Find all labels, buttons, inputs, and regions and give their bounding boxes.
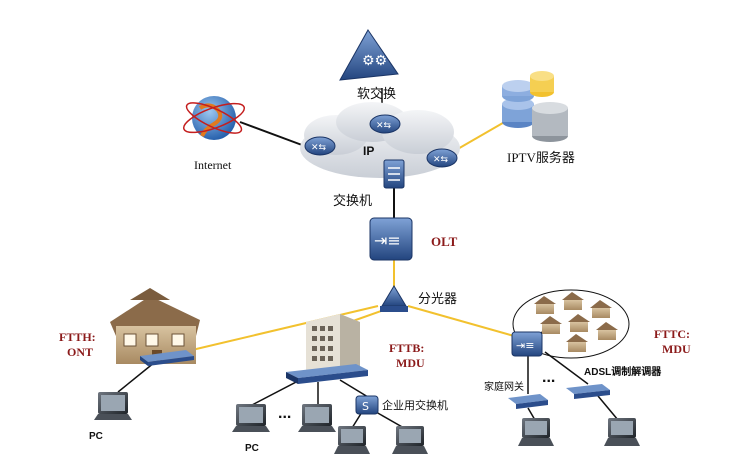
- dots-left: ...: [278, 405, 291, 422]
- fttb-label: FTTB:: [389, 341, 424, 355]
- svg-text:⇥≡: ⇥≡: [374, 231, 401, 250]
- fiber-splitter-ftth: [191, 305, 379, 351]
- link-entswitch-pc3: [351, 411, 363, 429]
- fiber-splitter-fttc: [407, 305, 515, 337]
- svg-text:✕⇆: ✕⇆: [433, 155, 449, 165]
- pc-left-label: PC: [89, 431, 103, 442]
- svg-text:⇥≡: ⇥≡: [516, 339, 534, 352]
- svg-text:✕⇆: ✕⇆: [311, 143, 327, 153]
- pc-mid-label: PC: [245, 443, 259, 454]
- ont-label: ONT: [67, 345, 93, 359]
- enterprise-switch-icon: S: [355, 395, 379, 415]
- pc-icon: [604, 418, 640, 446]
- svg-text:✕⇆: ✕⇆: [376, 121, 392, 131]
- ftth-label: FTTH:: [59, 330, 96, 344]
- softswitch-icon: ⚙⚙: [339, 29, 399, 81]
- splitter-label: 分光器: [418, 291, 457, 306]
- iptv-server-label: IPTV服务器: [507, 150, 575, 165]
- adsl-modem-icon: [566, 384, 610, 399]
- softswitch-label: 软交换: [357, 86, 396, 101]
- pc-icon: [518, 418, 554, 446]
- mdu-b-label: MDU: [396, 356, 425, 370]
- switch-icon: [383, 159, 405, 189]
- fiber-iptv-router: [455, 119, 509, 151]
- pc-icon: [392, 426, 428, 454]
- ip-label: IP: [363, 144, 374, 158]
- olt-device-icon: ⇥≡: [369, 217, 413, 261]
- router-icon: ✕⇆: [304, 136, 336, 156]
- fiber-splitter-fttb: [349, 309, 385, 323]
- router-icon: ✕⇆: [369, 114, 401, 134]
- router-icon: ✕⇆: [426, 148, 458, 168]
- fttc-label: FTTC:: [654, 327, 690, 341]
- splitter-icon: [380, 285, 408, 312]
- dslam-device-icon: ⇥≡: [511, 331, 543, 357]
- switch-label: 交换机: [333, 193, 372, 208]
- dots-right: ...: [542, 369, 555, 386]
- neighborhood-ellipse: [512, 289, 630, 359]
- ont-device-icon: [140, 350, 194, 366]
- houses-icon: [534, 292, 618, 352]
- mdu-c-label: MDU: [662, 342, 691, 356]
- svg-text:⚙⚙: ⚙⚙: [362, 53, 387, 69]
- pc-icon: [94, 392, 132, 420]
- globe-icon: [182, 96, 246, 140]
- link-dslam-adsl: [544, 351, 589, 385]
- mdu-device-icon: [286, 364, 368, 384]
- link-mdu-pc1: [251, 379, 301, 406]
- pc-icon: [298, 404, 336, 432]
- link-mdu-entswitch: [339, 379, 369, 398]
- pc-icon: [334, 426, 370, 454]
- enterprise-switch-label: 企业用交换机: [382, 398, 448, 412]
- olt-label: OLT: [431, 234, 458, 249]
- server-stack-icon: [502, 71, 568, 142]
- svg-text:S: S: [362, 400, 369, 413]
- pc-icon: [232, 404, 270, 432]
- home-gateway-label: 家庭网关: [484, 380, 524, 393]
- link-internet-router: [239, 121, 311, 149]
- link-adsl-pc: [597, 395, 619, 421]
- building-icon: [306, 314, 360, 372]
- internet-label: Internet: [194, 158, 232, 172]
- adsl-modem-label: ADSL调制解调器: [584, 365, 662, 378]
- link-entswitch-pc4: [375, 411, 405, 429]
- home-gateway-icon: [508, 394, 548, 409]
